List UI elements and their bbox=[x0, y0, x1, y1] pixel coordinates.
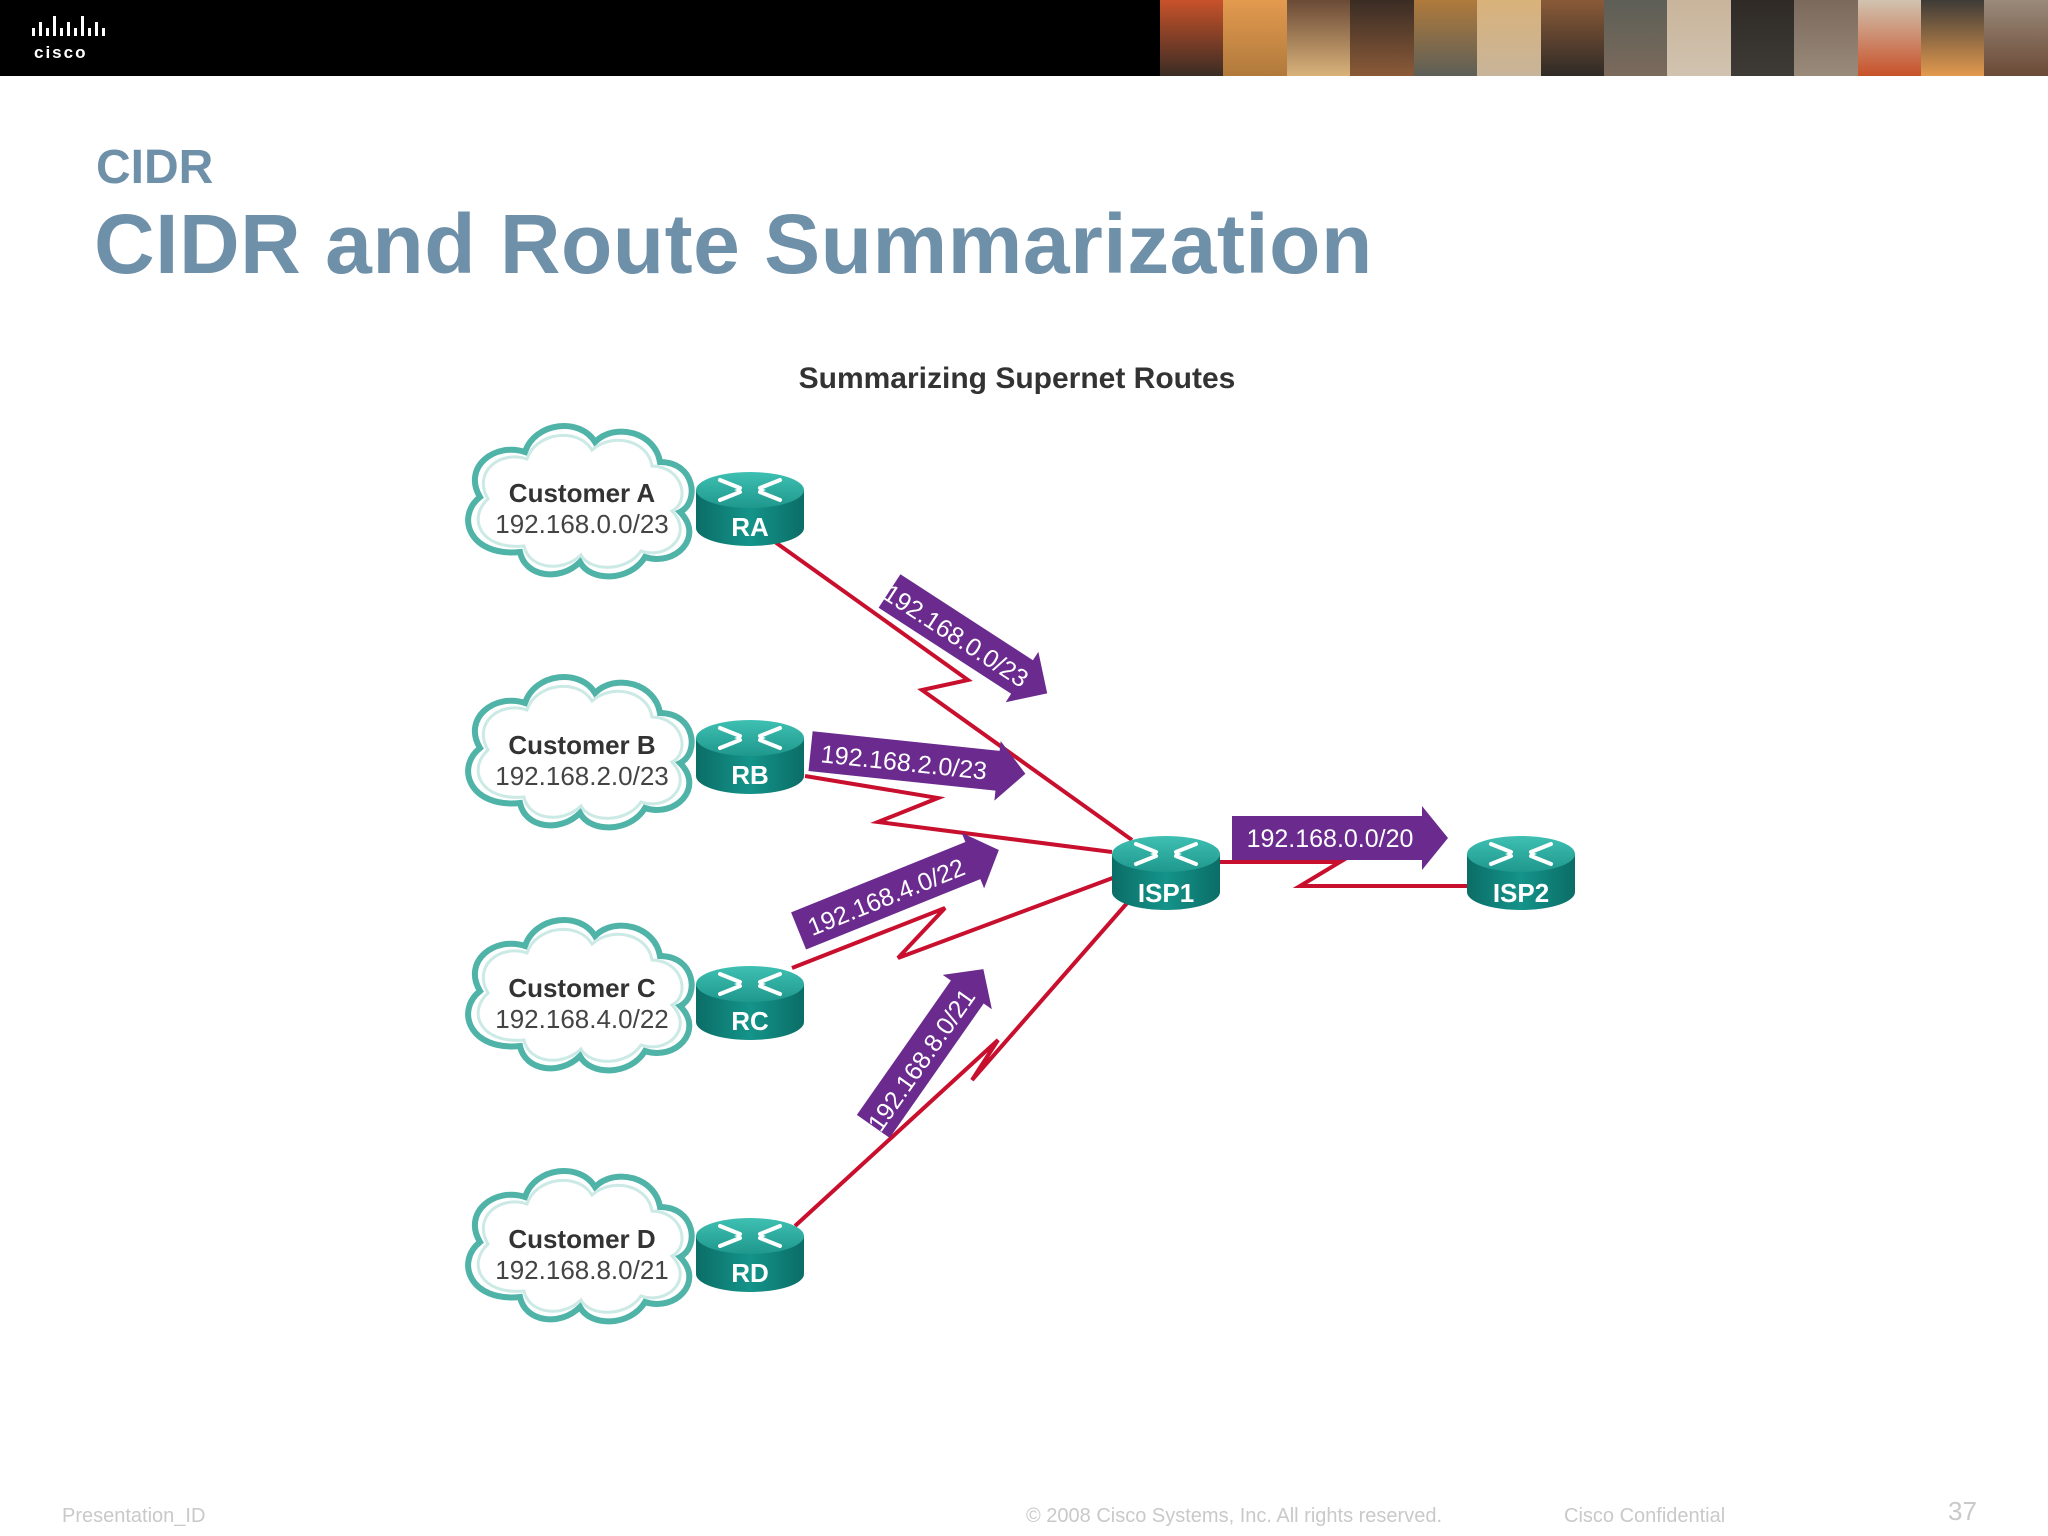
banner-photo bbox=[1223, 0, 1287, 76]
router-rc: RC bbox=[694, 964, 806, 1042]
route-label-ra: 192.168.0.0/23 bbox=[878, 579, 1033, 693]
route-arrow-ra: 192.168.0.0/23 bbox=[878, 574, 1048, 703]
link-rd-isp1 bbox=[793, 900, 1130, 1228]
link-isp1-isp2 bbox=[1218, 860, 1468, 888]
customer-d: Customer D 192.168.8.0/21 bbox=[468, 1171, 692, 1321]
route-arrow-rc: 192.168.4.0/22 bbox=[791, 832, 999, 950]
router-isp1-label: ISP1 bbox=[1138, 878, 1194, 908]
slide-title: CIDR and Route Summarization bbox=[94, 197, 1373, 291]
router-rc-label: RC bbox=[731, 1006, 769, 1036]
router-ra: RA bbox=[694, 470, 806, 548]
router-isp2-label: ISP2 bbox=[1493, 878, 1549, 908]
serial-links bbox=[773, 540, 1468, 1228]
customer-d-network: 192.168.8.0/21 bbox=[495, 1255, 669, 1285]
footer-copyright: © 2008 Cisco Systems, Inc. All rights re… bbox=[1026, 1505, 1443, 1527]
link-ra-isp1 bbox=[773, 540, 1134, 842]
banner-photo bbox=[1984, 0, 2048, 76]
customer-d-name: Customer D bbox=[508, 1224, 655, 1254]
customer-b: Customer B 192.168.2.0/23 bbox=[468, 677, 692, 827]
customer-a: Customer A 192.168.0.0/23 bbox=[468, 426, 692, 576]
banner-photo bbox=[1667, 0, 1731, 76]
section-label: CIDR bbox=[96, 141, 214, 194]
link-rc-isp1 bbox=[791, 874, 1119, 970]
link-rb-isp1 bbox=[804, 774, 1113, 854]
banner-photo bbox=[1413, 0, 1478, 76]
cisco-wordmark: cisco bbox=[34, 43, 87, 62]
router-rb-label: RB bbox=[731, 760, 769, 790]
banner-photo bbox=[1857, 0, 1922, 76]
footer-confidential: Cisco Confidential bbox=[1564, 1505, 1726, 1527]
route-arrow-rb: 192.168.2.0/23 bbox=[808, 731, 1026, 801]
customer-c-network: 192.168.4.0/22 bbox=[495, 1004, 669, 1034]
banner-photo bbox=[1730, 0, 1795, 76]
route-label-isp1: 192.168.0.0/20 bbox=[1247, 825, 1414, 853]
banner-photo bbox=[1540, 0, 1604, 76]
footer-presentation-id: Presentation_ID bbox=[62, 1505, 206, 1527]
router-isp2: ISP2 bbox=[1465, 834, 1577, 912]
customer-c: Customer C 192.168.4.0/22 bbox=[468, 920, 692, 1070]
route-arrow-rd: 192.168.8.0/21 bbox=[856, 969, 992, 1138]
customer-a-name: Customer A bbox=[509, 478, 656, 508]
route-arrow-isp1: 192.168.0.0/20 bbox=[1232, 806, 1448, 870]
banner-photo bbox=[1794, 0, 1858, 76]
banner-photo bbox=[1350, 0, 1414, 76]
banner-photo bbox=[1603, 0, 1668, 76]
customer-c-name: Customer C bbox=[508, 973, 656, 1003]
photo-strip bbox=[1160, 0, 2048, 76]
customer-a-network: 192.168.0.0/23 bbox=[495, 509, 669, 539]
banner-photo bbox=[1160, 0, 1224, 76]
page-number: 37 bbox=[1948, 1496, 1977, 1526]
banner-photo bbox=[1477, 0, 1541, 76]
customer-b-name: Customer B bbox=[508, 730, 655, 760]
banner-photo bbox=[1286, 0, 1351, 76]
router-ra-label: RA bbox=[731, 512, 769, 542]
router-isp1: ISP1 bbox=[1110, 834, 1222, 912]
route-label-rd: 192.168.8.0/21 bbox=[863, 984, 982, 1137]
customer-b-network: 192.168.2.0/23 bbox=[495, 761, 669, 791]
cisco-logo: cisco bbox=[32, 16, 105, 62]
diagram-title: Summarizing Supernet Routes bbox=[799, 362, 1236, 395]
top-banner: cisco bbox=[0, 0, 2048, 76]
router-rb: RB bbox=[694, 718, 806, 796]
banner-photo bbox=[1921, 0, 1985, 76]
router-rd-label: RD bbox=[731, 1258, 769, 1288]
router-rd: RD bbox=[694, 1216, 806, 1294]
